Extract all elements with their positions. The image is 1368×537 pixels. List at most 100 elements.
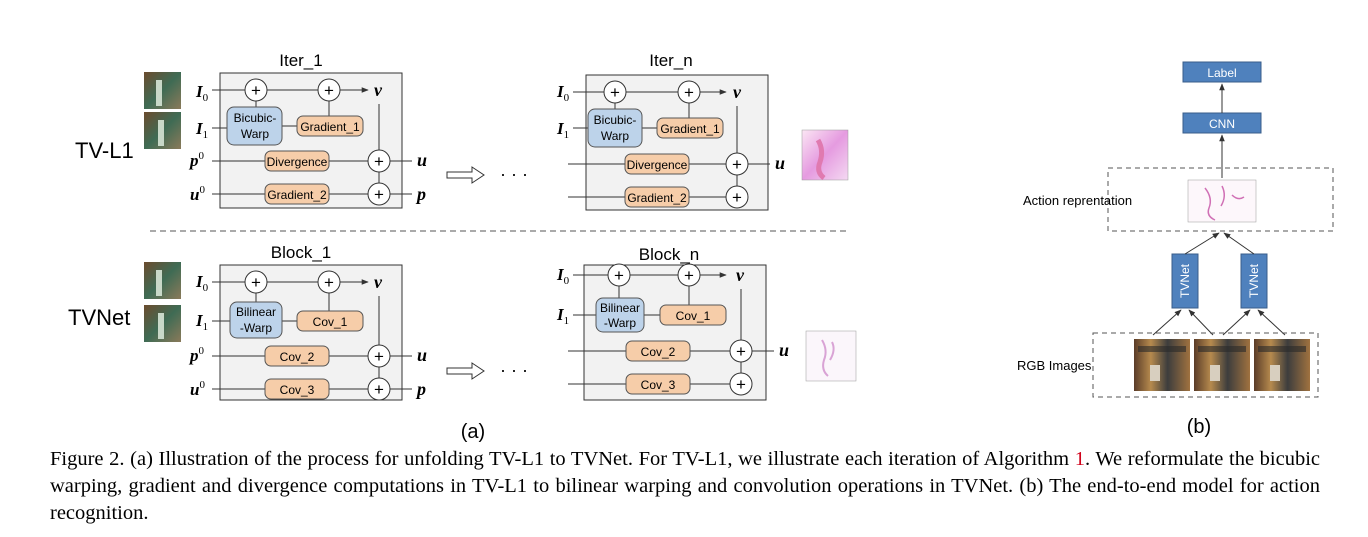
warp-label-line2: -Warp (240, 321, 273, 335)
ellipsis-top: · · · (500, 164, 528, 184)
svg-text:u0: u0 (190, 184, 205, 204)
svg-text:u: u (417, 150, 427, 170)
svg-text:p0: p0 (188, 345, 205, 365)
svg-text:+: + (374, 380, 384, 399)
svg-text:+: + (736, 375, 746, 394)
warp-label-line1: Bilinear (600, 301, 640, 315)
warp-box (226, 106, 283, 146)
svg-text:I1: I1 (556, 119, 569, 141)
block-block-n: I0 I1 + + + + Bilinear -W (556, 263, 789, 401)
block-iter-n: I0 I1 + + + + Bicubic- Wa (556, 74, 785, 211)
warp-label-line2: Warp (241, 127, 270, 141)
svg-text:+: + (684, 266, 694, 285)
block-title-block-n: Block_n (639, 245, 699, 264)
svg-text:+: + (732, 188, 742, 207)
tvnet-left-box (1171, 253, 1199, 309)
gradient-1-box (296, 115, 364, 137)
svg-text:+: + (614, 266, 624, 285)
figure-caption: Figure 2. (a) Illustration of the proces… (50, 446, 1320, 527)
svg-text:+: + (374, 152, 384, 171)
svg-text:v: v (733, 82, 742, 102)
cnn-box-text: CNN (1209, 117, 1235, 131)
svg-text:+: + (732, 155, 742, 174)
panel-b-label: (b) (1187, 416, 1211, 438)
row-label-tvl1: TV-L1 (75, 138, 134, 163)
svg-text:+: + (374, 185, 384, 204)
svg-text:+: + (610, 83, 620, 102)
block-title-block-1: Block_1 (271, 243, 331, 262)
svg-text:u0: u0 (190, 379, 205, 399)
block-title-iter-n: Iter_n (649, 51, 692, 70)
algorithm-reference-link[interactable]: 1 (1074, 448, 1085, 470)
warp-label-line1: Bicubic- (594, 113, 637, 127)
svg-text:+: + (251, 81, 261, 100)
warp-label-line2: -Warp (604, 316, 637, 330)
svg-text:v: v (374, 272, 383, 292)
gradient-2-label: Gradient_2 (267, 188, 327, 202)
svg-text:I1: I1 (195, 119, 208, 141)
svg-text:+: + (324, 273, 334, 292)
divergence-label: Divergence (267, 155, 328, 169)
cov-1-label: Cov_1 (313, 315, 348, 329)
svg-text:u: u (775, 153, 785, 173)
rgb-images-label: RGB Images (1017, 358, 1092, 373)
cov-2-label: Cov_2 (280, 350, 315, 364)
tvnet-right-box (1240, 253, 1268, 309)
caption-text-end: . We reformulate the bicubic warping, gr… (50, 448, 1321, 524)
panel-a: TV-L1 TVNet Iter_1 Iter_n Block_1 Block_… (68, 51, 857, 443)
svg-text:+: + (736, 342, 746, 361)
block-block-1: I0 I1 p0 u0 + + + + (188, 264, 427, 401)
svg-text:I1: I1 (195, 311, 208, 333)
label-box (1182, 61, 1262, 83)
warp-label-line1: Bicubic- (234, 111, 277, 125)
action-representation-box (1107, 167, 1334, 232)
block-iter-1: I0 I1 p0 u0 + + + (188, 72, 427, 209)
flow-output-bottom (805, 330, 857, 382)
cov-3-label: Cov_3 (641, 378, 676, 392)
cov-1-label: Cov_1 (676, 309, 711, 323)
svg-text:v: v (374, 80, 383, 100)
svg-text:I1: I1 (556, 305, 569, 327)
warp-label-line1: Bilinear (236, 305, 276, 319)
panel-b: Label CNN Action reprentation TVNet TVNe… (1017, 61, 1334, 438)
svg-text:v: v (736, 265, 745, 285)
gradient-1-label: Gradient_1 (300, 120, 360, 134)
panel-a-label: (a) (461, 421, 485, 443)
action-representation-label: Action reprentation (1023, 193, 1132, 208)
input-frame-thumbnails (144, 72, 181, 342)
cov-3-label: Cov_3 (280, 383, 315, 397)
svg-text:+: + (251, 273, 261, 292)
tvnet-right-label: TVNet (1247, 263, 1261, 298)
svg-text:p0: p0 (188, 150, 205, 170)
svg-text:u: u (417, 345, 427, 365)
gradient-1-label: Gradient_1 (660, 122, 720, 136)
figure-canvas: TV-L1 TVNet Iter_1 Iter_n Block_1 Block_… (68, 51, 1334, 443)
unroll-arrow-bottom: · · · (446, 360, 528, 380)
svg-text:I0: I0 (195, 272, 209, 294)
svg-text:p: p (415, 184, 426, 204)
svg-text:+: + (374, 347, 384, 366)
caption-text-start: Figure 2. (a) Illustration of the proces… (50, 448, 1075, 470)
svg-text:I0: I0 (556, 82, 570, 104)
row-label-tvnet: TVNet (68, 305, 130, 330)
svg-text:I0: I0 (195, 82, 209, 104)
svg-text:p: p (415, 379, 426, 399)
tvnet-left-label: TVNet (1178, 263, 1192, 298)
warp-label-line2: Warp (601, 129, 630, 143)
svg-text:I0: I0 (556, 265, 570, 287)
rgb-image-strip (1134, 339, 1310, 391)
svg-text:u: u (779, 340, 789, 360)
unroll-arrow-top: · · · (446, 164, 528, 184)
flow-output-top (801, 129, 849, 181)
svg-text:+: + (324, 81, 334, 100)
divergence-label: Divergence (627, 158, 688, 172)
action-representation-image (1187, 179, 1257, 223)
cov-2-label: Cov_2 (641, 345, 676, 359)
rgb-images-box (1092, 332, 1319, 398)
divergence-box (264, 150, 330, 172)
gradient-2-label: Gradient_2 (627, 191, 687, 205)
gradient-2-box (264, 183, 330, 205)
label-box-text: Label (1207, 66, 1236, 80)
svg-text:+: + (684, 83, 694, 102)
block-title-iter-1: Iter_1 (279, 51, 322, 70)
